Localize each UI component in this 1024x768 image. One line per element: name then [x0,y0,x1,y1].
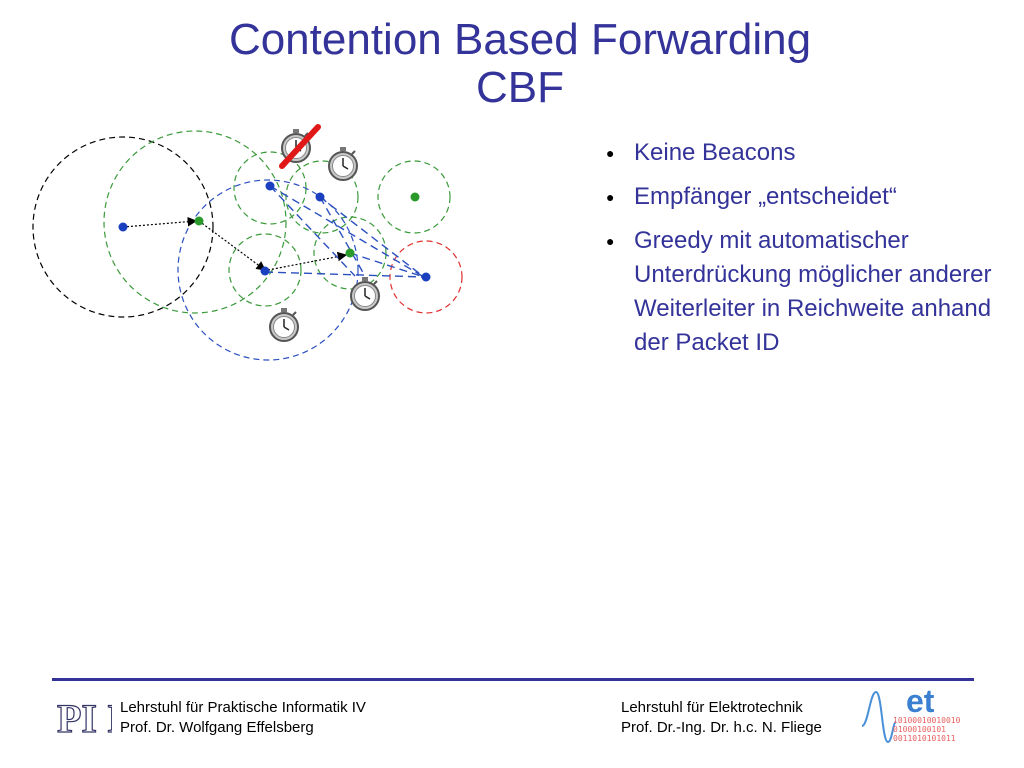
link-d [319,196,366,277]
node-green-far [410,192,420,202]
svg-text:PI IV: PI IV [57,696,112,738]
range-black [32,136,214,318]
bullet-dot-icon: ● [606,145,615,161]
range-green-far [377,160,451,234]
stopwatch-icon [269,307,299,342]
slide-title-line1: Contention Based Forwarding [228,15,812,64]
bullet-item: ● Keine Beacons [602,136,1002,170]
link-f [349,252,425,278]
node-blue-topright [315,192,325,202]
hop-arrow-2 [198,220,266,271]
svg-text:et: et [906,683,935,719]
cbf-diagram [32,124,463,361]
bullet-item: ● Greedy mit automatischer Unterdrückung… [602,224,1002,360]
et-logo: et [861,683,935,744]
footer-right-line1: Lehrstuhl für Elektrotechnik [621,699,803,716]
et-logo-bits-1: 10100010010010 [893,716,961,725]
slide-title-line2: CBF [476,63,564,112]
bullet-text: Greedy mit automatischer Unterdrückung m… [634,227,992,356]
cancel-slash-icon [279,124,321,169]
link-a [269,185,425,278]
node-blue-top [265,181,275,191]
et-logo-bits-2: 01000100101 [893,725,946,734]
bullet-list: ● Keine Beacons ● Empfänger „entscheidet… [602,136,1002,370]
link-c [319,196,425,278]
link-b [269,185,356,277]
range-green-bottom [228,233,302,307]
node-blue-bottom [260,266,270,276]
footer-right: Lehrstuhl für Elektrotechnik Prof. Dr.-I… [621,698,822,738]
footer-left-line2: Prof. Dr. Wolfgang Effelsberg [120,719,314,736]
bullet-text: Keine Beacons [634,139,796,166]
hop-arrow-1 [122,216,198,228]
range-green-topright [285,160,359,234]
range-red [389,240,463,314]
node-green-1 [194,216,204,226]
footer-left-line1: Lehrstuhl für Praktische Informatik IV [120,699,366,716]
stopwatch-icon [350,276,380,311]
footer-left: Lehrstuhl für Praktische Informatik IV P… [120,698,366,738]
bullet-item: ● Empfänger „entscheidet“ [602,180,1002,214]
footer-right-line2: Prof. Dr.-Ing. Dr. h.c. N. Fliege [621,719,822,736]
node-destination [421,272,431,282]
pi-iv-logo: PI IV [56,695,112,738]
range-blue [177,179,359,361]
bullet-dot-icon: ● [606,233,615,249]
footer-divider [52,678,974,681]
link-e [264,271,425,278]
range-green-mid [313,216,387,290]
bullet-dot-icon: ● [606,189,615,205]
et-logo-bits-3: 0011010101011 [893,734,956,743]
stopwatch-icon [328,146,358,181]
node-source [118,222,128,232]
bullet-text: Empfänger „entscheidet“ [634,183,897,210]
node-green-mid [345,248,355,258]
range-green-large [103,130,287,314]
hop-arrow-3 [267,251,348,271]
slide-title: Contention Based Forwarding CBF [120,16,920,112]
